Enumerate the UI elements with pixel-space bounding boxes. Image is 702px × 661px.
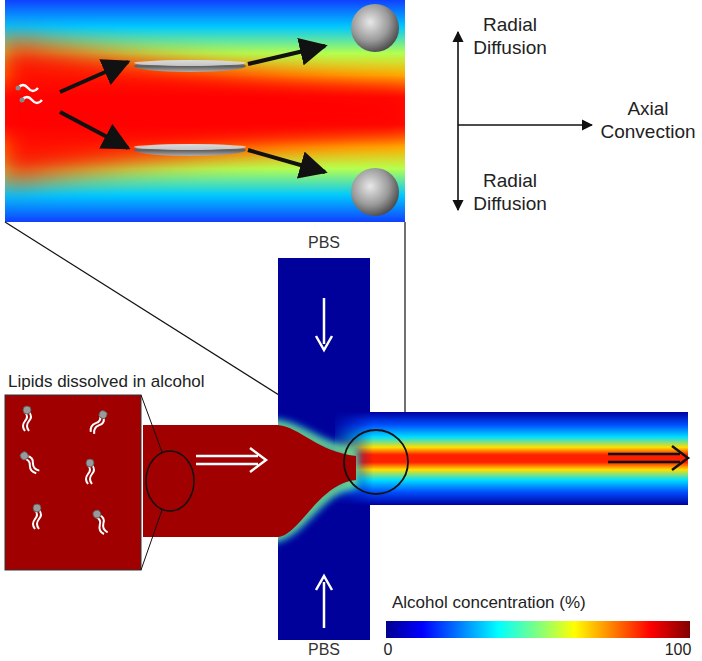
vesicle-spheres bbox=[351, 4, 399, 216]
colorbar-tick: 0 bbox=[378, 640, 398, 659]
flow-arrows bbox=[60, 46, 325, 172]
colorbar bbox=[386, 621, 690, 638]
cross-channel bbox=[143, 258, 688, 640]
zoom-circle bbox=[344, 430, 408, 494]
axis-label: Radial Diffusion bbox=[462, 170, 558, 216]
flow-inset bbox=[5, 0, 405, 222]
bicelle-discs bbox=[134, 60, 246, 156]
lipid-inset bbox=[5, 395, 194, 570]
inlet-arrows bbox=[196, 298, 332, 628]
lipid-squiggles bbox=[16, 85, 43, 103]
colorbar-title: Alcohol concentration (%) bbox=[392, 593, 692, 613]
axis-label: Radial Diffusion bbox=[462, 14, 558, 60]
axis-label: Axial Convection bbox=[598, 98, 698, 144]
inset-title: Lipids dissolved in alcohol bbox=[8, 372, 268, 392]
outlet-arrow bbox=[608, 446, 688, 470]
inlet-label: PBS bbox=[294, 640, 354, 659]
inlet-label: PBS bbox=[294, 233, 354, 252]
colorbar-tick: 100 bbox=[658, 640, 698, 659]
